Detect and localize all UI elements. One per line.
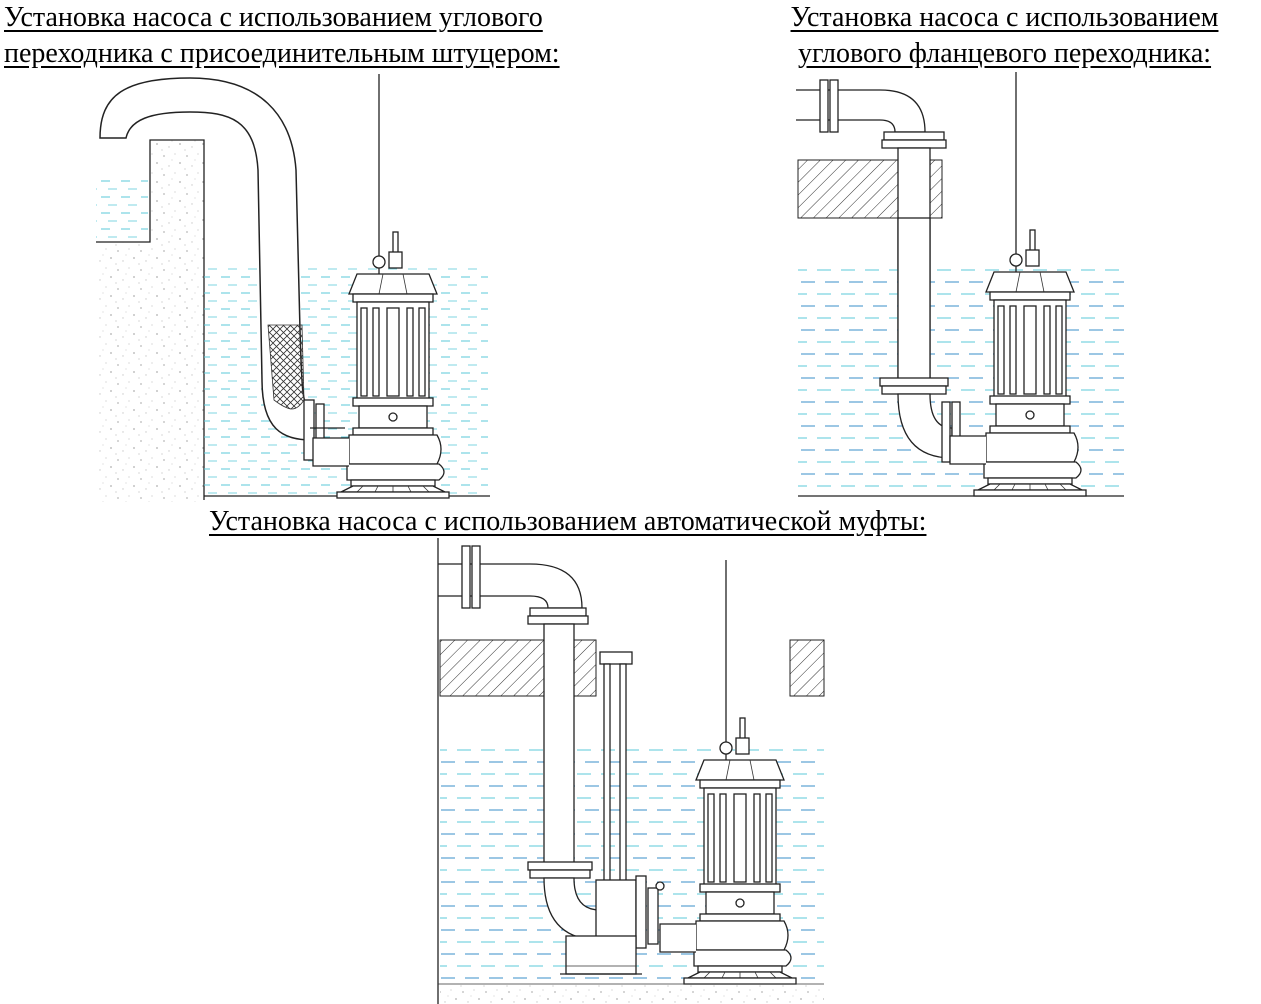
caption-flange-installation: Установка насоса с использованием углово… — [752, 0, 1257, 72]
diagram-coupling-installation — [437, 538, 825, 1004]
caption-fitting-line2: переходника с присоединительным штуцером… — [4, 38, 560, 69]
caption-flange-line2: углового фланцевого переходника: — [797, 38, 1212, 69]
caption-coupling-text: Установка насоса с использованием автома… — [209, 506, 927, 537]
discharge-pipe-icon — [99, 77, 345, 461]
auto-coupling — [595, 879, 637, 945]
diagram-fitting-installation — [96, 73, 490, 502]
diagram-flange-installation — [796, 71, 1124, 497]
caption-flange-line1: Установка насоса с использованием — [790, 2, 1219, 33]
coupling-base — [565, 935, 637, 975]
concrete-slab-right — [789, 639, 825, 697]
upper-water-level — [96, 174, 148, 240]
caption-coupling-installation: Установка насоса с использованием автома… — [209, 504, 926, 540]
caption-fitting-line1: Установка насоса с использованием углово… — [4, 2, 543, 33]
caption-fitting-installation: Установка насоса с использованием углово… — [4, 0, 560, 72]
